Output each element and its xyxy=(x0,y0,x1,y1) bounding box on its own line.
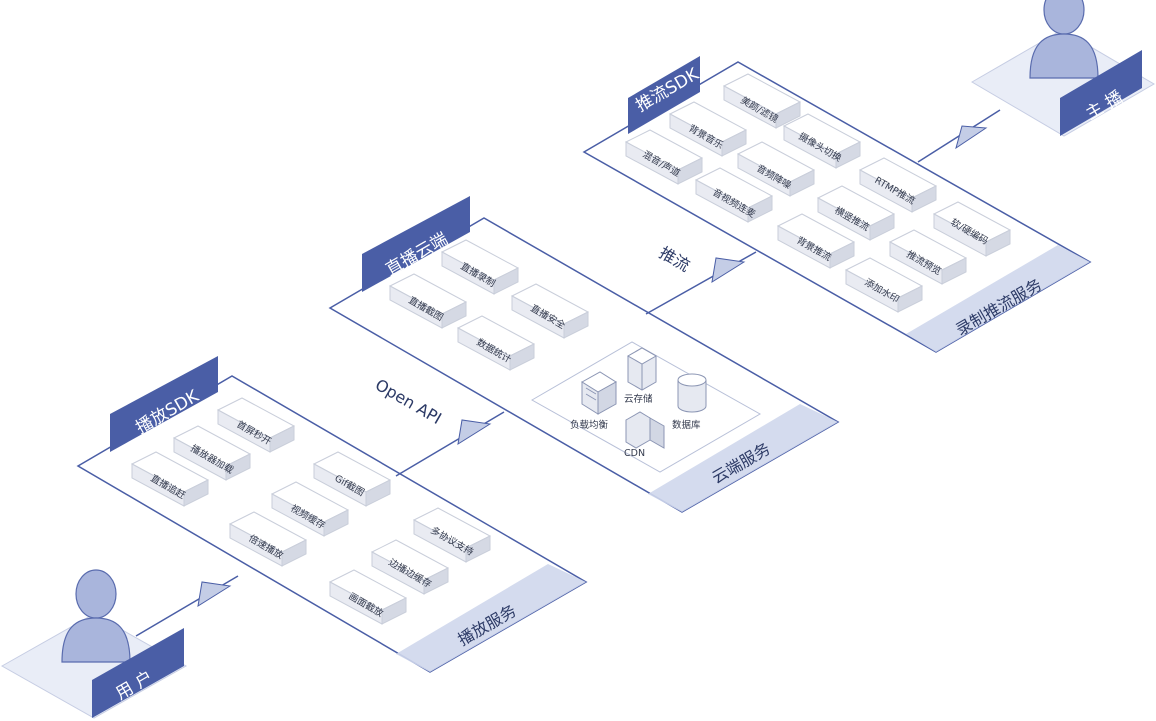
push-panel-band xyxy=(906,245,1090,352)
push-sdk-tab xyxy=(628,56,700,134)
anchor-tag xyxy=(1060,50,1142,136)
play-service-panel: 播放SDK 播放服务 首屏秒开 播放器加载 直播追赶 Gif截图 视频缓存 倍速… xyxy=(76,356,588,673)
cloud-panel-band xyxy=(648,404,838,512)
anchor-to-push-arrow xyxy=(917,109,1001,163)
database-icon xyxy=(677,373,707,413)
cdn-icon xyxy=(625,411,665,449)
viewer-person-icon xyxy=(61,569,131,663)
cloud-service-panel: 直播云端 云端服务 直播录制 直播截图 直播安全 数据统计 负载均衡 云存储 数… xyxy=(328,196,840,513)
load-balancer-icon xyxy=(581,371,617,415)
cdn-label: CDN xyxy=(624,448,645,459)
play-to-viewer-arrow xyxy=(135,575,239,637)
push-to-cloud-arrow xyxy=(645,251,757,315)
play-sdk-tab xyxy=(110,356,218,452)
cloud-storage-label: 云存储 xyxy=(624,393,653,405)
load-balancer-label: 负载均衡 xyxy=(570,419,609,431)
play-panel-band xyxy=(396,564,586,672)
viewer-platform xyxy=(0,613,188,719)
anchor-person-icon xyxy=(1029,0,1099,79)
cloud-sdk-tab xyxy=(362,196,470,292)
database-label: 数据库 xyxy=(672,419,701,431)
open-api-flow-label: Open API xyxy=(372,375,445,428)
cloud-storage-icon xyxy=(626,347,658,391)
anchor-platform xyxy=(971,29,1155,137)
push-flow-label: 推流 xyxy=(656,243,693,275)
cloud-to-play-arrow xyxy=(395,411,505,477)
viewer-role: 用 户 xyxy=(0,569,188,719)
anchor-role: 主 播 xyxy=(971,0,1155,137)
cloud-infra-area xyxy=(530,341,762,473)
viewer-tag xyxy=(92,628,184,718)
